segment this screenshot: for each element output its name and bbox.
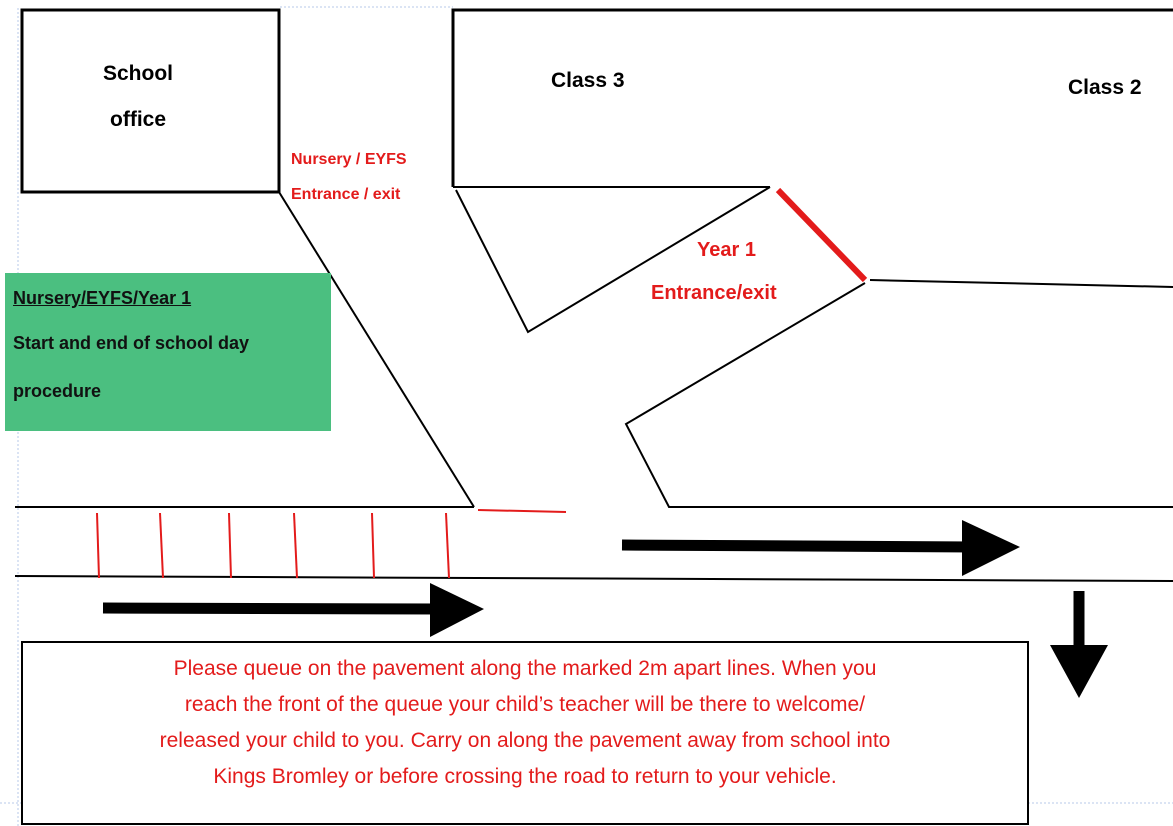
arrow-right-upper	[621, 520, 1020, 576]
year1-door	[775, 187, 868, 283]
notice-box: Please queue on the pavement along the m…	[21, 641, 1029, 825]
notice-text: Please queue on the pavement along the m…	[23, 651, 1027, 795]
class2-label: Class 2	[1068, 76, 1142, 99]
school-office-label-line2: office	[110, 108, 167, 131]
nursery-entrance-label-line1: Nursery / EYFS	[291, 151, 407, 168]
class3-label: Class 3	[551, 69, 625, 92]
queue-marker	[96, 512, 100, 579]
queue-marker	[445, 512, 450, 579]
building-right-edge	[869, 279, 1173, 288]
notice-line: released your child to you. Carry on alo…	[159, 729, 891, 752]
school-office-building	[20, 8, 281, 194]
procedure-panel: Nursery/EYFS/Year 1 Start and end of sch…	[5, 273, 331, 431]
queue-marker	[293, 512, 298, 579]
queue-marker	[159, 512, 164, 579]
queue-marker	[371, 512, 375, 579]
arrow-right-lower	[102, 583, 484, 637]
nursery-entrance-label-line2: Entrance / exit	[291, 186, 401, 203]
queue-marker	[228, 512, 232, 579]
path-edge-left	[278, 191, 475, 508]
classroom-block-outline	[451, 8, 1173, 187]
procedure-line: Start and end of school day	[13, 333, 250, 353]
year1-entrance-label-line1: Year 1	[697, 239, 756, 261]
nursery-path-wedge	[455, 186, 771, 334]
school-office-label-line1: School	[103, 62, 174, 85]
notice-line: Please queue on the pavement along the m…	[173, 657, 877, 680]
pavement-bottom-line	[14, 575, 1173, 582]
year1-entrance-label-line2: Entrance/exit	[651, 282, 777, 304]
notice-line: Kings Bromley or before crossing the roa…	[213, 765, 837, 788]
procedure-heading: Nursery/EYFS/Year 1	[13, 288, 192, 308]
arrow-down	[1050, 591, 1108, 698]
pavement-gate	[477, 509, 567, 513]
procedure-line: procedure	[13, 381, 102, 401]
notice-line: reach the front of the queue your child’…	[184, 693, 866, 716]
driveway-edge	[624, 282, 1173, 508]
